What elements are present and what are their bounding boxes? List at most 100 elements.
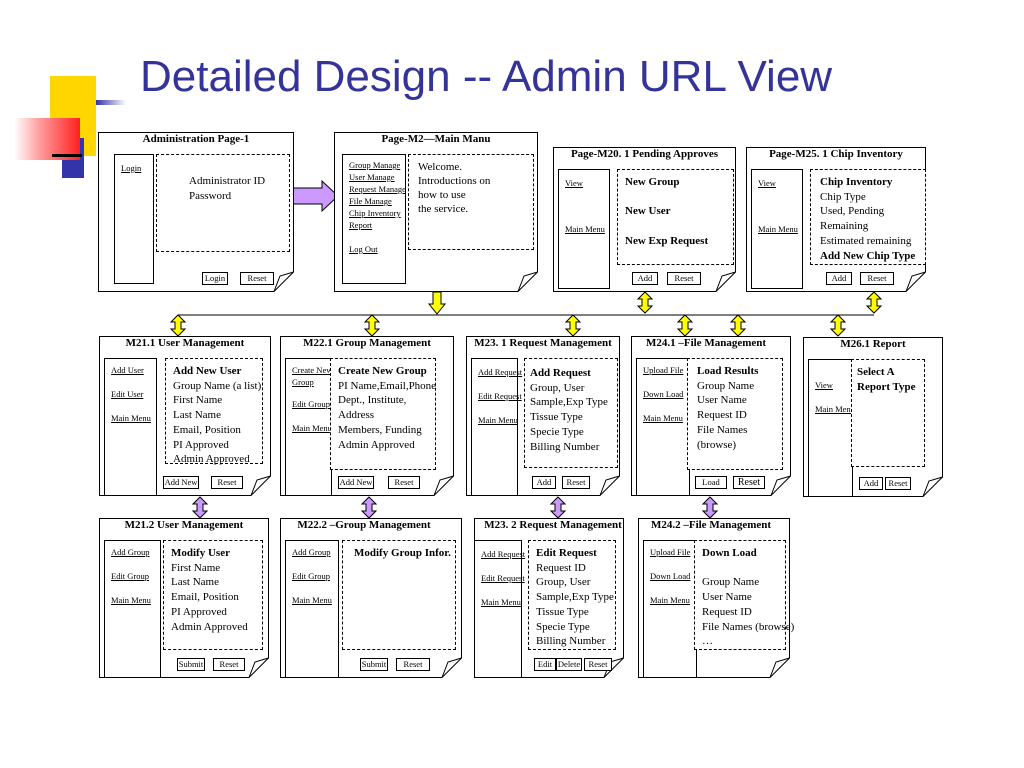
content-line: Administrator ID (189, 175, 266, 187)
menu-link[interactable]: Edit Group (292, 399, 331, 409)
menu-link[interactable]: Edit Group (111, 571, 150, 581)
content-line: Select A (857, 366, 895, 378)
menu-link[interactable]: Add User (111, 365, 144, 375)
menu-link[interactable]: Main Menu (481, 597, 521, 607)
double-arrow-m21 (169, 314, 187, 337)
menu-link[interactable]: Add Group (111, 547, 150, 557)
content-line: New Exp Request (625, 234, 709, 247)
menu-link[interactable]: Upload File (643, 365, 684, 375)
content-line: Add Request (530, 367, 591, 379)
form-button[interactable]: Add (632, 272, 658, 285)
page-title: M24.1 –File Management (645, 337, 767, 349)
content-line: Admin Approved (171, 620, 248, 633)
content-line: First Name (171, 561, 221, 574)
menu-link[interactable]: Main Menu (650, 595, 690, 605)
content-panel (163, 540, 263, 650)
double-arrow-m23 (564, 314, 582, 337)
menu-link[interactable]: Add Request (478, 367, 523, 377)
purple-arrow-m24 (701, 496, 719, 519)
content-line: Specie Type (530, 425, 584, 438)
menu-link[interactable]: Add Request (481, 549, 526, 559)
menu-link[interactable]: User Manage (349, 172, 395, 182)
menu-link[interactable]: Main Menu (111, 595, 151, 605)
form-button[interactable]: Reset (396, 658, 430, 671)
menu-link[interactable]: Main Menu (815, 404, 855, 414)
content-panel (687, 358, 783, 470)
content-line: Chip Inventory (820, 176, 893, 188)
menu-link[interactable]: Main Menu (478, 415, 518, 425)
menu-link[interactable]: Login (121, 163, 142, 173)
menu-link[interactable]: Create New (292, 365, 333, 375)
menu-link[interactable]: Main Menu (292, 595, 332, 605)
menu-link[interactable]: Down Load (643, 389, 684, 399)
big-right-arrow (289, 179, 339, 213)
menu-link[interactable]: Log Out (349, 244, 378, 254)
form-button[interactable]: Delete (556, 658, 582, 671)
menu-link[interactable]: Main Menu (758, 224, 798, 234)
content-line: Group, User (536, 576, 591, 589)
menu-link[interactable]: Chip Inventory (349, 208, 401, 218)
form-button[interactable]: Reset (860, 272, 894, 285)
deco-red-gradient (14, 118, 80, 160)
content-line: File Names (697, 423, 748, 436)
form-button[interactable]: Reset (213, 658, 245, 671)
menu-link[interactable]: Edit Group (292, 571, 331, 581)
menu-link[interactable]: View (815, 380, 833, 390)
menu-link[interactable]: Main Menu (565, 224, 605, 234)
form-button[interactable]: Reset (211, 476, 243, 489)
form-button[interactable]: Reset (388, 476, 420, 489)
menu-link[interactable]: File Manage (349, 196, 392, 206)
form-button[interactable]: Reset (885, 477, 911, 490)
menu-link[interactable]: View (565, 178, 583, 188)
content-line: New Group (625, 176, 680, 188)
menu-link[interactable]: Edit Request (481, 573, 525, 583)
content-panel (156, 154, 290, 252)
page-title: Page-M20. 1 Pending Approves (570, 148, 719, 160)
form-button[interactable]: Reset (240, 272, 274, 285)
form-button[interactable]: Edit (534, 658, 556, 671)
form-button[interactable]: Add New (163, 476, 199, 489)
menu-link[interactable]: Edit User (111, 389, 144, 399)
form-button[interactable]: Reset (667, 272, 701, 285)
form-button[interactable]: Login (202, 272, 228, 285)
menu-link[interactable]: View (758, 178, 776, 188)
form-button[interactable]: Add New (338, 476, 374, 489)
content-line: Admin Approved (173, 453, 250, 466)
content-line: Group Name (697, 379, 755, 392)
menu-link[interactable]: Down Load (650, 571, 691, 581)
menu-link[interactable]: Request Manage (349, 184, 406, 194)
content-panel (851, 359, 925, 467)
form-button[interactable]: Reset (584, 658, 612, 671)
menu-link[interactable]: Edit Request (478, 391, 522, 401)
content-line: New User (625, 205, 671, 218)
double-arrow-m24b (729, 314, 747, 337)
menu-link[interactable]: Add Group (292, 547, 331, 557)
menu-link[interactable]: Main Menu (292, 423, 332, 433)
form-button[interactable]: Reset (733, 476, 765, 489)
content-line: User Name (697, 394, 747, 407)
menu-link[interactable]: Group Manage (349, 160, 401, 170)
form-button[interactable]: Add (859, 477, 883, 490)
form-button[interactable]: Submit (177, 658, 205, 671)
content-line: Modify User (171, 547, 230, 559)
form-button[interactable]: Add (532, 476, 556, 489)
form-button[interactable]: Submit (360, 658, 388, 671)
form-button[interactable]: Reset (562, 476, 590, 489)
form-button[interactable]: Add (826, 272, 852, 285)
form-button[interactable]: Load (695, 476, 727, 489)
content-line: Load Results (697, 365, 759, 377)
menu-link[interactable]: Group (292, 377, 314, 387)
menu-link[interactable]: Main Menu (111, 413, 151, 423)
menu-link[interactable]: Main Menu (643, 413, 683, 423)
menu-link[interactable]: Upload File (650, 547, 691, 557)
page-title: Page-M2—Main Manu (381, 133, 491, 145)
content-line: Request ID (697, 409, 747, 422)
menu-link[interactable]: Report (349, 220, 373, 230)
